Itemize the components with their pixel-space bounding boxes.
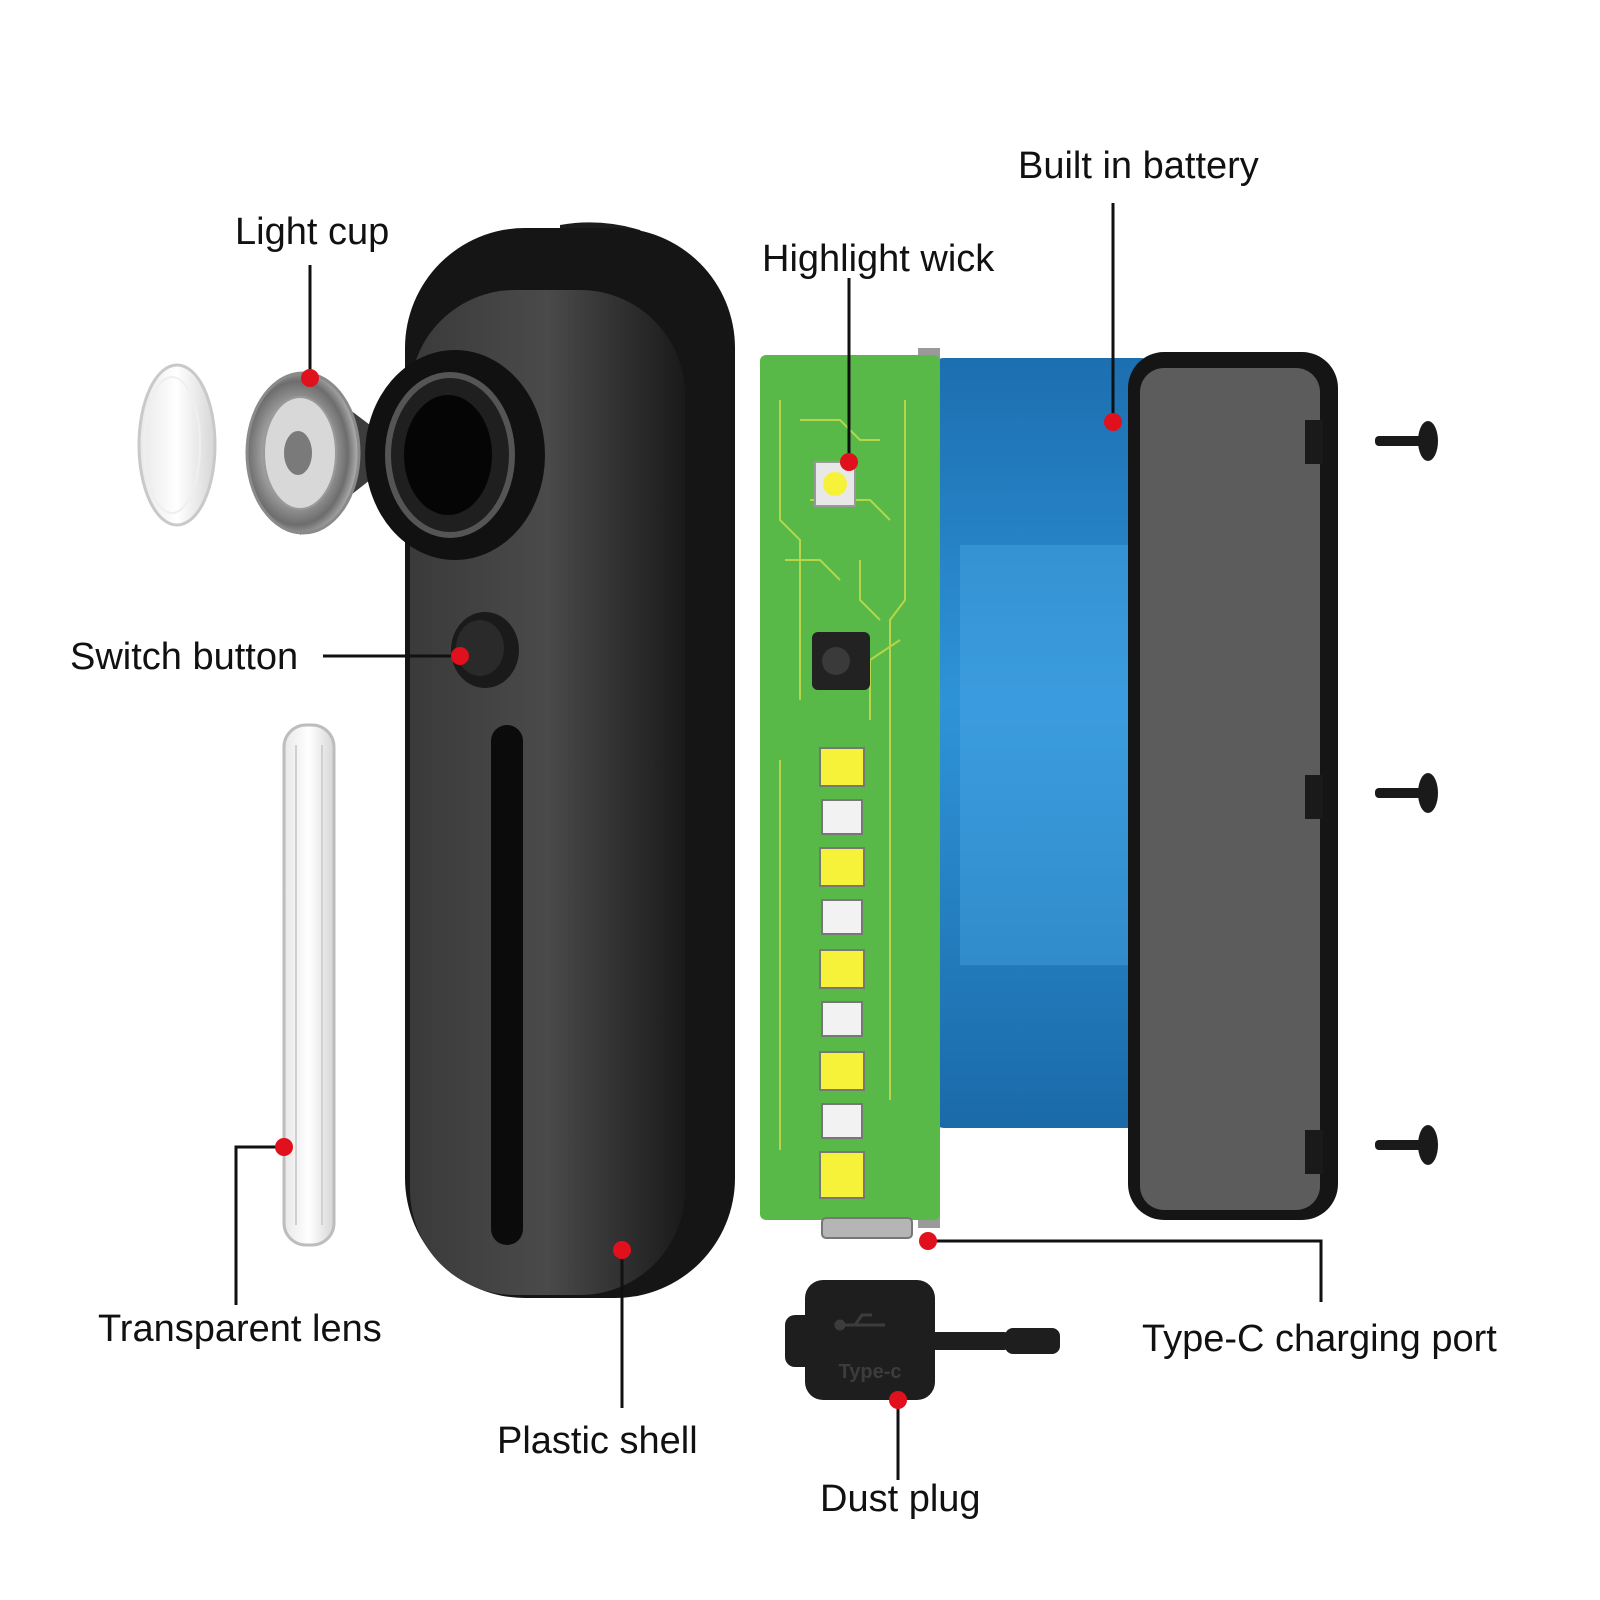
label-switch-button: Switch button [70,636,299,678]
marker-dust-plug [889,1391,907,1409]
back-cover-part [1128,352,1338,1220]
screw [1375,421,1438,461]
dust-plug-marking: Type-c [839,1361,902,1383]
label-plastic-shell: Plastic shell [497,1420,698,1462]
dust-plug-part: Type-c [785,1280,1060,1400]
pcb-part [760,348,940,1239]
marker-plastic-shell [613,1241,631,1259]
usb-symbol-icon [834,1313,885,1331]
leader-lines [234,203,1323,1480]
disc-lens [137,363,217,527]
marker-switch-button [451,647,469,665]
marker-highlight-wick [840,453,858,471]
label-built-in-battery: Built in battery [1018,145,1259,187]
screw [1375,1125,1438,1165]
plastic-shell-part [365,222,735,1298]
screws [1375,421,1438,1165]
label-type-c-charging-port: Type-C charging port [1142,1318,1497,1360]
marker-type-c-charging-port [919,1232,937,1250]
label-dust-plug: Dust plug [820,1478,981,1520]
label-transparent-lens: Transparent lens [98,1308,382,1350]
label-light-cup: Light cup [235,211,390,253]
label-highlight-wick: Highlight wick [762,238,995,280]
screw [1375,773,1438,813]
marker-light-cup [301,369,319,387]
rod-lens [282,723,336,1247]
marker-transparent-lens [275,1138,293,1156]
marker-built-in-battery [1104,413,1122,431]
markers [275,369,1122,1409]
light-cup-part [245,371,390,535]
battery-part [930,358,1155,1128]
